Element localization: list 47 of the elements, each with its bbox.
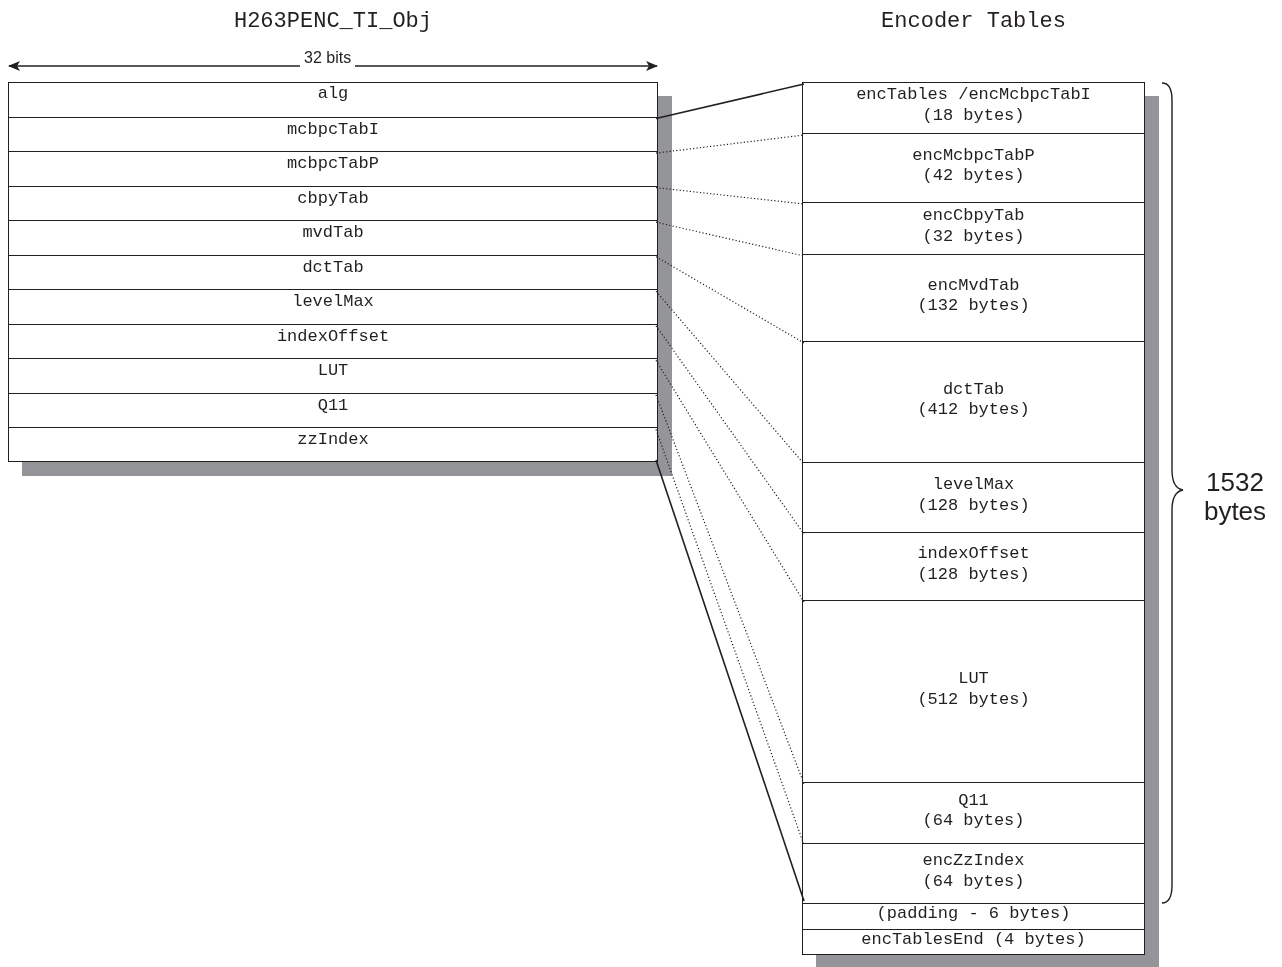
field-name: (412 bytes) xyxy=(917,400,1030,421)
field-name: (32 bytes) xyxy=(922,226,1025,247)
dotted-connector xyxy=(655,134,805,154)
field-name: LUT xyxy=(317,361,349,382)
field-name: (18 bytes) xyxy=(922,105,1025,126)
field-name: zzIndex xyxy=(297,430,369,451)
field-name: (64 bytes) xyxy=(922,871,1025,892)
dotted-connector xyxy=(655,428,805,846)
dotted-connector xyxy=(655,256,805,344)
field-name: (64 bytes) xyxy=(922,811,1025,832)
field-name: (padding - 6 bytes) xyxy=(876,904,1071,925)
field-name: indexOffset xyxy=(917,544,1030,565)
field-name: encMvdTab xyxy=(927,275,1020,296)
field-name: mvdTab xyxy=(302,223,364,244)
field-name: encTablesEnd (4 bytes) xyxy=(861,930,1086,951)
field-name: mcbpcTabP xyxy=(287,154,379,175)
field-name: mcbpcTabI xyxy=(287,119,379,140)
dotted-connector xyxy=(655,290,805,465)
table-title: Encoder Tables xyxy=(880,9,1067,34)
field-name: levelMax xyxy=(292,292,374,313)
connector-line xyxy=(655,459,805,902)
dotted-connector xyxy=(655,359,805,603)
field-name: LUT xyxy=(958,669,989,690)
field-name: (128 bytes) xyxy=(917,495,1030,516)
connector-line xyxy=(655,83,805,120)
field-name: encMcbpcTabP xyxy=(912,145,1035,166)
field-name: alg xyxy=(317,84,349,105)
field-name: Q11 xyxy=(317,395,349,417)
dotted-connector xyxy=(655,394,805,785)
field-name: encTables /encMcbpcTabI xyxy=(856,85,1091,106)
table-title: H263PENC_TI_Obj xyxy=(232,9,433,34)
field-name: (128 bytes) xyxy=(917,564,1030,585)
field-name: encCbpyTab xyxy=(922,206,1025,227)
dotted-connector xyxy=(655,325,805,535)
field-name: (132 bytes) xyxy=(917,296,1030,317)
field-name: indexOffset xyxy=(276,326,390,348)
field-name: dctTab xyxy=(942,379,1005,400)
field-name: (512 bytes) xyxy=(917,689,1030,710)
dotted-connector xyxy=(655,187,805,205)
field-name: cbpyTab xyxy=(297,188,369,209)
field-name: encZzIndex xyxy=(922,851,1025,872)
dimension-label: 32 bits xyxy=(300,49,356,67)
field-name: levelMax xyxy=(932,475,1015,496)
field-name: (42 bytes) xyxy=(922,166,1025,187)
field-name: dctTab xyxy=(302,257,364,279)
dotted-connector xyxy=(655,221,805,257)
field-name: Q11 xyxy=(958,790,989,811)
